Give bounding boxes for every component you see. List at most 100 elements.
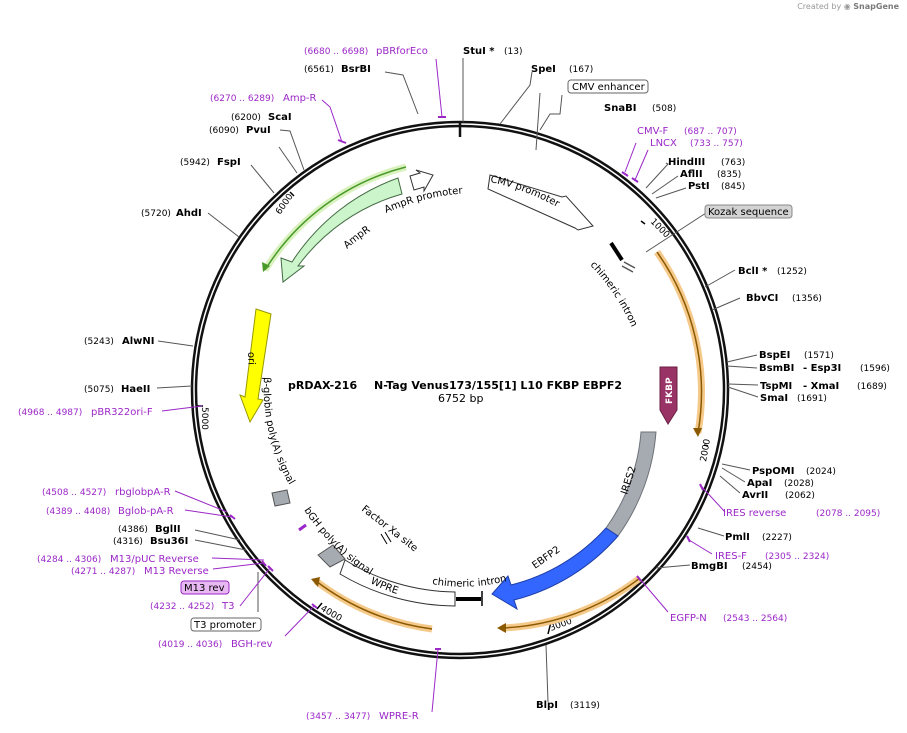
site-name[interactable]: AhdI bbox=[176, 208, 202, 219]
primer-range: (6680 .. 6698) bbox=[304, 47, 368, 57]
site-name[interactable]: ApaI bbox=[747, 478, 772, 489]
site-name[interactable]: BlpI bbox=[536, 700, 558, 711]
orf-arrow bbox=[497, 623, 506, 633]
ebfp2-feature[interactable] bbox=[491, 527, 619, 611]
site-name[interactable]: BspEI bbox=[759, 350, 790, 361]
site-name-secondary[interactable]: - XmaI bbox=[803, 381, 839, 392]
site-pos: (1691) bbox=[797, 394, 827, 404]
bgh-polya-label: bGH poly(A) signal bbox=[301, 506, 374, 578]
cmv-promoter-feature[interactable] bbox=[487, 174, 594, 231]
site-pos: (508) bbox=[652, 104, 676, 114]
site-name[interactable]: TspMI bbox=[760, 381, 792, 392]
site-name[interactable]: BclI * bbox=[738, 266, 768, 277]
site-name[interactable]: BglII bbox=[155, 524, 181, 535]
primer-mark bbox=[298, 523, 307, 532]
site-name[interactable]: HaeII bbox=[121, 384, 150, 395]
primer-name[interactable]: WPRE-R bbox=[379, 711, 419, 722]
primer-range: (2543 .. 2564) bbox=[723, 614, 787, 624]
primer-name[interactable]: LNCX bbox=[650, 138, 677, 149]
primer-name[interactable]: CMV-F bbox=[637, 126, 668, 137]
site-name[interactable]: BsmBI bbox=[759, 363, 794, 374]
site-name[interactable]: AlwNI bbox=[122, 336, 155, 347]
primer-mark bbox=[311, 603, 318, 609]
m13-rev-box[interactable]: M13 rev bbox=[180, 580, 230, 595]
site-pos: (763) bbox=[721, 158, 745, 168]
factor-xa-feature[interactable] bbox=[380, 533, 388, 545]
cmv-enhancer-box[interactable]: CMV enhancer bbox=[567, 79, 649, 94]
fkbp-feature[interactable] bbox=[659, 366, 678, 425]
primer-range: (4019 .. 4036) bbox=[158, 640, 222, 650]
orf-line-ampr bbox=[264, 166, 407, 271]
site-name[interactable]: SnaBI bbox=[604, 103, 636, 114]
primer-name[interactable]: pBRforEco bbox=[376, 46, 428, 57]
primer-name[interactable]: EGFP-N bbox=[670, 613, 707, 624]
site-name-secondary[interactable]: - Esp3I bbox=[803, 363, 841, 374]
primer-name[interactable]: M13/pUC Reverse bbox=[110, 554, 199, 565]
tick-label-2000: 2000 bbox=[699, 438, 713, 463]
primer-name[interactable]: rbglobpA-R bbox=[115, 487, 171, 498]
site-name[interactable]: SmaI bbox=[760, 393, 788, 404]
site-name[interactable]: FspI bbox=[217, 157, 241, 168]
site-pos: (4386) bbox=[118, 525, 148, 535]
site-name[interactable]: SpeI bbox=[531, 64, 556, 75]
primer-mark bbox=[699, 483, 704, 491]
tick-mark bbox=[640, 220, 646, 225]
site-name[interactable]: BbvCI bbox=[746, 293, 778, 304]
ampr-label: AmpR bbox=[342, 224, 373, 251]
site-name[interactable]: BmgBI bbox=[691, 561, 728, 572]
primer-connector-lines bbox=[161, 58, 726, 713]
plasmid-description: N-Tag Venus173/155[1] L10 FKBP EBPF2 bbox=[374, 379, 622, 392]
snapgene-logo-icon: ◉ bbox=[843, 2, 851, 11]
site-name[interactable]: PstI bbox=[688, 181, 710, 192]
site-name[interactable]: PvuI bbox=[246, 125, 271, 136]
primer-range: (4389 .. 4408) bbox=[46, 507, 110, 517]
orf-arrow bbox=[311, 577, 320, 587]
site-pos: (6090) bbox=[209, 126, 239, 136]
factor-xa-label: Factor Xa site bbox=[359, 504, 419, 555]
primer-range: (4232 .. 4252) bbox=[150, 602, 214, 612]
primer-name[interactable]: IRES reverse bbox=[723, 508, 786, 519]
site-name[interactable]: PmlI bbox=[725, 532, 750, 543]
t3-promoter-box[interactable]: T3 promoter bbox=[190, 617, 262, 632]
beta-globin-feature[interactable] bbox=[271, 489, 291, 507]
restriction-sites: StuI * (13) SpeI (167) SnaBI (508) HindI… bbox=[84, 46, 890, 711]
site-name[interactable]: StuI * bbox=[463, 46, 495, 57]
site-name[interactable]: PspOMI bbox=[752, 466, 794, 477]
chimeric-intron-1-feature[interactable] bbox=[609, 241, 624, 262]
ampr-feature[interactable] bbox=[280, 177, 403, 283]
site-pos: (5243) bbox=[84, 337, 114, 347]
orf-line-ebfp2 bbox=[501, 577, 641, 629]
primer-name[interactable]: Amp-R bbox=[283, 93, 317, 104]
primer-name[interactable]: BGH-rev bbox=[231, 639, 273, 650]
site-pos: (2454) bbox=[742, 562, 772, 572]
ori-feature[interactable] bbox=[239, 308, 272, 424]
bgh-polya-feature[interactable] bbox=[317, 544, 346, 568]
primer-name[interactable]: M13 Reverse bbox=[144, 566, 209, 577]
primer-range: (2305 .. 2324) bbox=[765, 552, 829, 562]
kozak-box[interactable]: Kozak sequence bbox=[704, 204, 793, 219]
site-pos: (2024) bbox=[806, 467, 836, 477]
site-name[interactable]: BsrBI bbox=[341, 64, 371, 75]
primer-range: (4271 .. 4287) bbox=[71, 567, 135, 577]
m13-rev-label: M13 rev bbox=[184, 583, 225, 594]
site-pos: (1571) bbox=[804, 351, 834, 361]
site-name[interactable]: AflII bbox=[680, 169, 703, 180]
site-pos: (835) bbox=[717, 170, 741, 180]
site-pos: (3119) bbox=[570, 701, 600, 711]
chimeric-intron-2-label: chimeric intron bbox=[432, 573, 508, 589]
primer-name[interactable]: IRES-F bbox=[715, 551, 747, 562]
primer-range: (3457 .. 3477) bbox=[306, 712, 370, 722]
site-pos: (5720) bbox=[141, 209, 171, 219]
connector-lines bbox=[156, 58, 759, 703]
primer-name[interactable]: Bglob-pA-R bbox=[118, 506, 174, 517]
site-name[interactable]: Bsu36I bbox=[150, 536, 188, 547]
site-name[interactable]: HindIII bbox=[668, 157, 705, 168]
wpre-feature[interactable] bbox=[339, 559, 456, 607]
site-name[interactable]: ScaI bbox=[268, 112, 292, 123]
ampr-promoter-feature[interactable] bbox=[409, 169, 434, 193]
primer-name[interactable]: T3 bbox=[221, 601, 234, 612]
primer-name[interactable]: pBR322ori-F bbox=[91, 407, 153, 418]
site-name[interactable]: AvrII bbox=[742, 490, 768, 501]
site-pos: (5075) bbox=[84, 385, 114, 395]
ori-label: ori bbox=[245, 352, 256, 365]
